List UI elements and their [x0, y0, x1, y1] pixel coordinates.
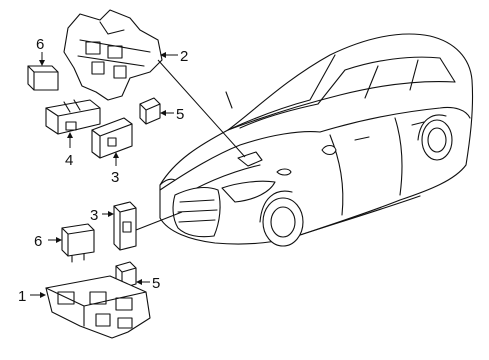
part-5-fuse-top	[139, 97, 161, 125]
car-illustration	[159, 33, 474, 247]
callout-4: 4	[65, 152, 73, 169]
leader-lines	[30, 52, 246, 298]
part-3-block-top	[91, 117, 133, 159]
part-6-relay-bottom	[61, 223, 95, 263]
callout-6-top: 6	[36, 36, 44, 53]
part-3-block-bottom	[113, 201, 137, 251]
callout-labels: 6 2 5 4 3 3 6 5 1	[18, 36, 188, 305]
part-6-relay-top	[27, 65, 59, 91]
part-4-module	[45, 99, 101, 135]
part-1-fuse-carrier	[45, 275, 151, 339]
callout-5-top: 5	[176, 106, 184, 123]
part-2-bracket	[63, 9, 163, 101]
callout-5-bottom: 5	[152, 275, 160, 292]
callout-3-top: 3	[111, 169, 119, 186]
callout-1: 1	[18, 288, 26, 305]
callout-6-bottom: 6	[34, 233, 42, 250]
callout-3-bottom: 3	[90, 207, 98, 224]
callout-2: 2	[180, 48, 188, 65]
